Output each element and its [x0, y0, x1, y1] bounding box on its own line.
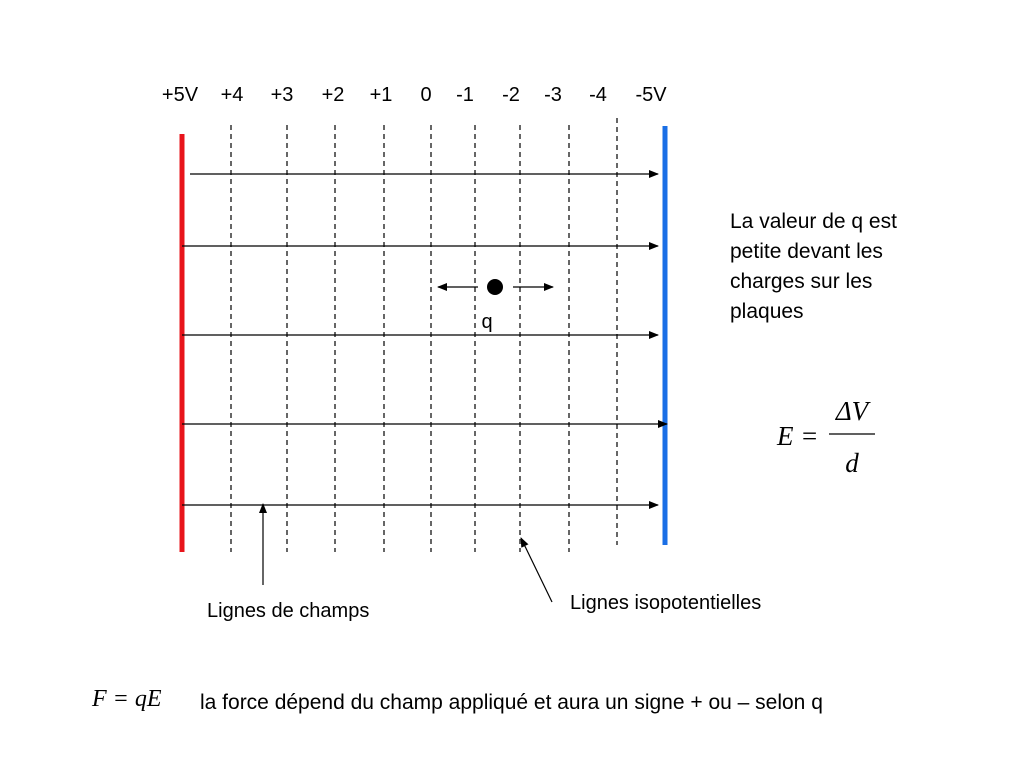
formula-electric-field: E = ΔV d — [776, 396, 875, 478]
potential-label: +2 — [322, 84, 345, 106]
potential-label: +4 — [221, 84, 244, 106]
force-explanation: la force dépend du champ appliqué et aur… — [200, 691, 823, 714]
potential-label: -3 — [544, 84, 562, 106]
formula-force: F = qE — [91, 686, 162, 712]
potential-label: -1 — [456, 84, 474, 106]
potential-label: -2 — [502, 84, 520, 106]
note-line: petite devant les — [730, 240, 883, 263]
potential-label: -4 — [589, 84, 607, 106]
potential-label: +5V — [162, 84, 199, 106]
isopotential-pointer — [520, 537, 553, 603]
potential-label: 0 — [420, 84, 431, 106]
charge-dot — [487, 279, 503, 295]
note-line: plaques — [730, 300, 804, 323]
potential-label: +1 — [370, 84, 393, 106]
note-line: La valeur de q est — [730, 210, 897, 233]
note-text: La valeur de q est petite devant les cha… — [730, 207, 960, 327]
formula-e-denominator: d — [845, 448, 859, 478]
note-line: charges sur les — [730, 270, 873, 293]
test-charge: q — [437, 279, 554, 333]
field-lines-label: Lignes de champs — [207, 600, 369, 622]
potential-label: -5V — [635, 84, 667, 106]
charge-label: q — [481, 311, 492, 333]
formula-e-lhs: E = — [776, 421, 818, 451]
formula-e-numerator: ΔV — [835, 396, 872, 426]
isopotential-lines — [230, 118, 618, 552]
potential-labels: +5V +4 +3 +2 +1 0 -1 -2 -3 -4 -5V — [162, 84, 667, 106]
isopotential-label: Lignes isopotentielles — [570, 592, 761, 614]
field-lines — [182, 170, 668, 509]
potential-label: +3 — [271, 84, 294, 106]
